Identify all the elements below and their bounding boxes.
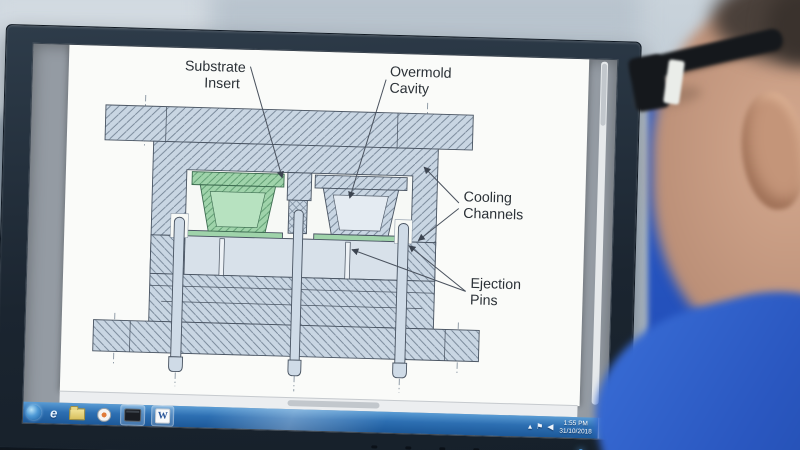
tray-volume-icon[interactable]: ◀ (547, 421, 554, 431)
bottom-clamp-plate (92, 319, 480, 363)
taskbar-clock[interactable]: 1:55 PM 31/10/2018 (557, 420, 594, 436)
label-substrate-insert: Substrate (185, 58, 246, 76)
overmold-cavity-part (314, 174, 408, 237)
media-icon (97, 407, 112, 422)
center-tongue (286, 172, 313, 202)
svg-text:Channels: Channels (463, 206, 524, 224)
document-page: Substrate Insert Overmold Cavity Cooling… (59, 44, 590, 407)
tray-show-hidden-icon[interactable]: ▴ (527, 421, 533, 431)
clock-date: 31/10/2018 (559, 427, 592, 436)
svg-text:Insert: Insert (204, 75, 240, 92)
dark-app-icon (124, 408, 142, 422)
label-overmold-cavity: Overmold (390, 64, 452, 82)
monitor-buttons (371, 445, 480, 450)
label-cooling-channels: Cooling (463, 189, 512, 206)
monitor: Substrate Insert Overmold Cavity Cooling… (0, 24, 642, 450)
taskbar-icon-explorer[interactable] (66, 404, 89, 424)
horizontal-scrollbar-thumb[interactable] (287, 400, 380, 409)
vertical-scrollbar-thumb[interactable] (600, 63, 608, 126)
leader-lines (249, 66, 466, 292)
system-tray: ▴ ⚑ ◀ 1:55 PM 31/10/2018 (527, 416, 605, 439)
taskbar-icon-word[interactable]: W (151, 405, 175, 427)
internet-explorer-icon: e (49, 404, 58, 421)
mold-diagram: Substrate Insert Overmold Cavity Cooling… (92, 58, 524, 393)
start-button[interactable] (25, 404, 42, 421)
vertical-scrollbar[interactable] (591, 61, 609, 405)
svg-text:Pins: Pins (470, 292, 498, 309)
screen: Substrate Insert Overmold Cavity Cooling… (21, 42, 619, 440)
folder-icon (69, 407, 86, 420)
tray-action-center-icon[interactable]: ⚑ (535, 421, 544, 431)
ejector-pins (168, 209, 413, 379)
taskbar-icon-internet-explorer[interactable]: e (47, 403, 61, 422)
taskbar-icon-dark-app[interactable] (120, 404, 146, 427)
svg-text:Cavity: Cavity (389, 81, 430, 98)
taskbar-icon-media[interactable] (94, 405, 115, 425)
mold-plates (92, 104, 480, 363)
diagram-labels: Substrate Insert Overmold Cavity Cooling… (185, 58, 524, 309)
label-ejection-pins: Ejection (470, 276, 521, 293)
word-icon: W (155, 408, 171, 424)
substrate-insert-part (191, 171, 285, 233)
